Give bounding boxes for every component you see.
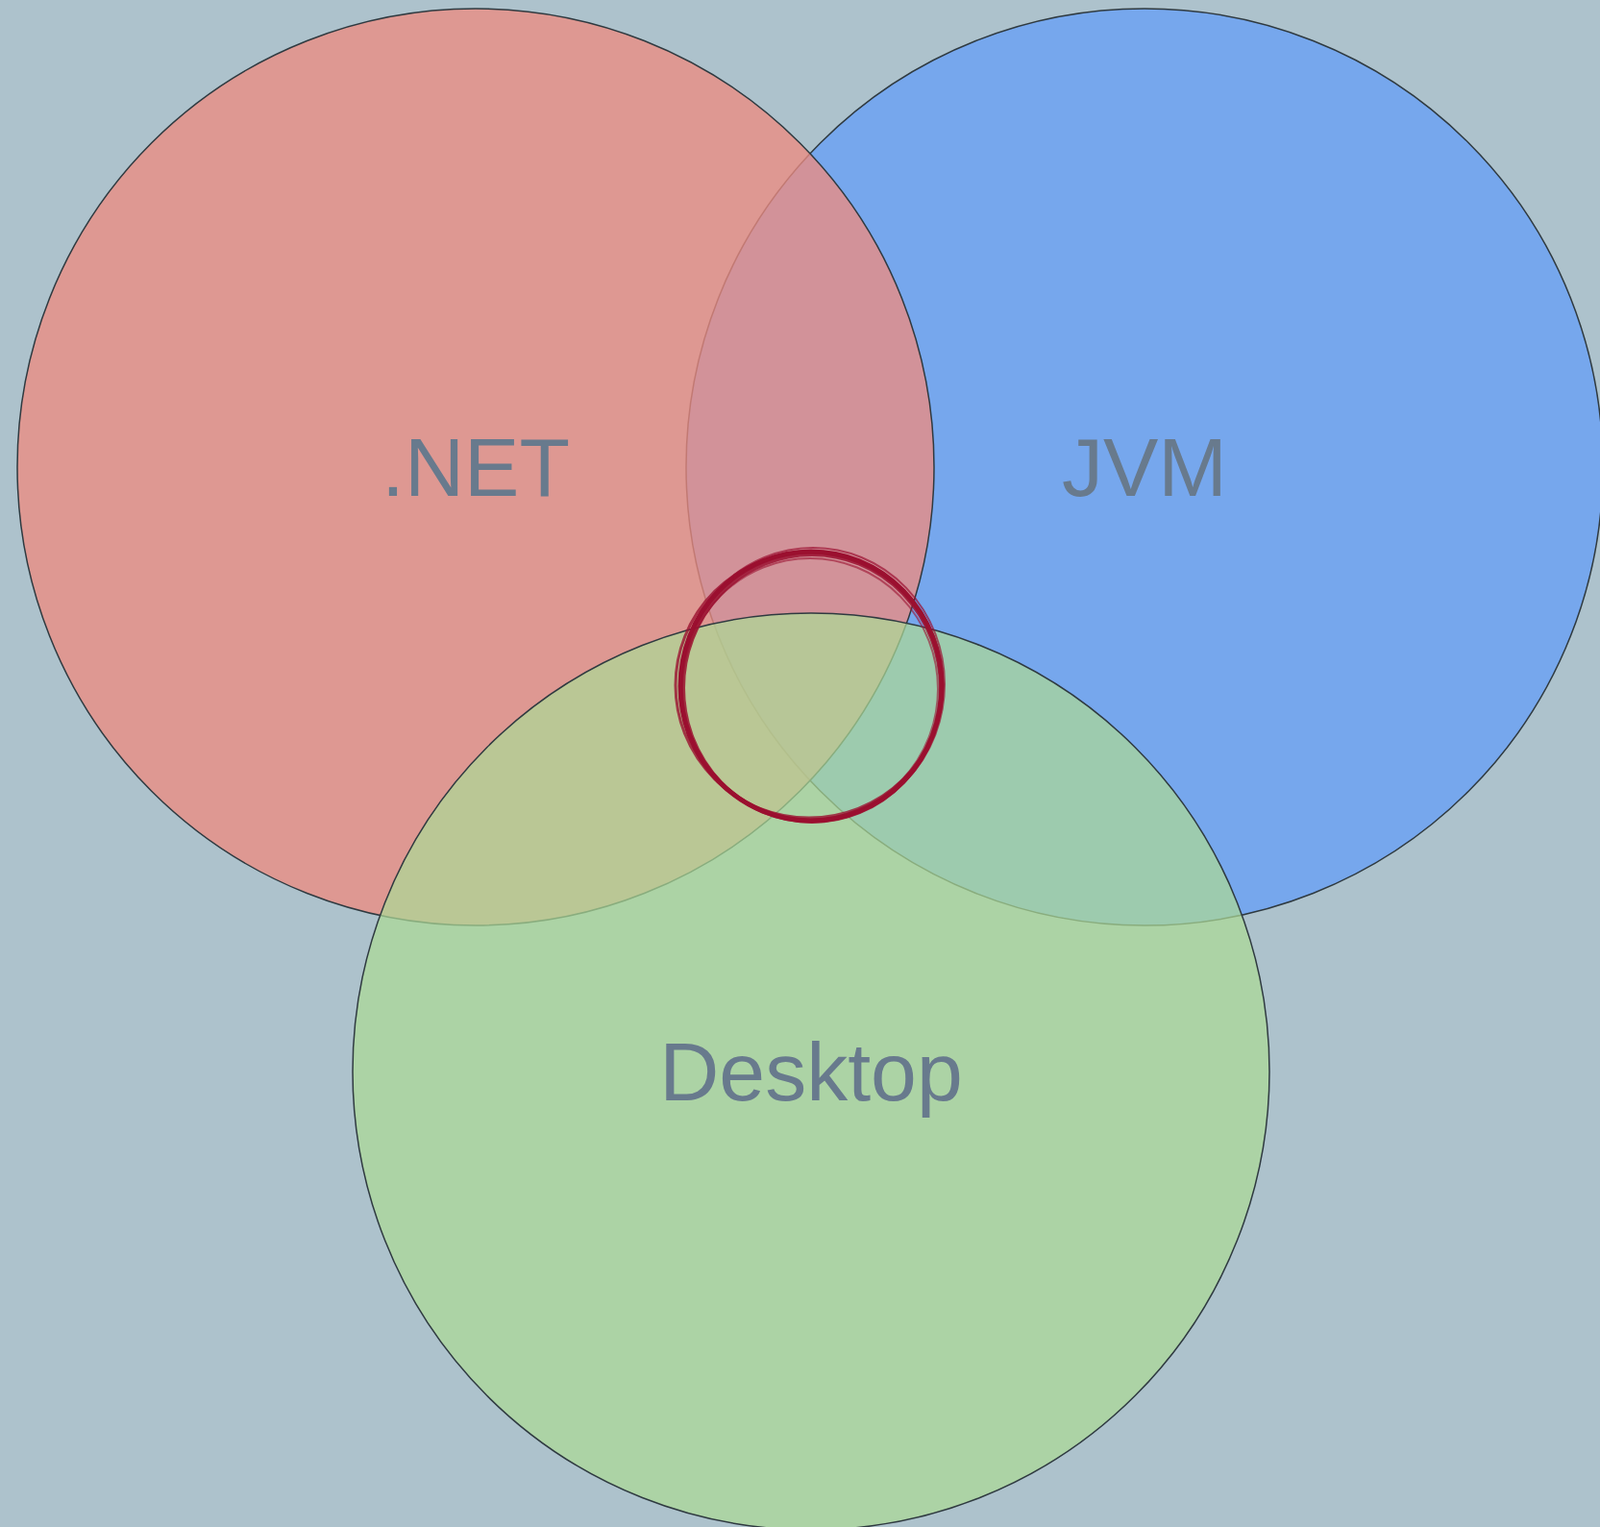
venn-circle: .NET xyxy=(16,7,936,927)
venn-circle: JVM xyxy=(685,7,1600,927)
circle-label: JVM xyxy=(1061,425,1228,509)
brush-stroke xyxy=(675,547,945,822)
circle-label: .NET xyxy=(381,425,570,509)
venn-circle: Desktop xyxy=(351,612,1271,1527)
circle-label: Desktop xyxy=(659,1030,963,1113)
